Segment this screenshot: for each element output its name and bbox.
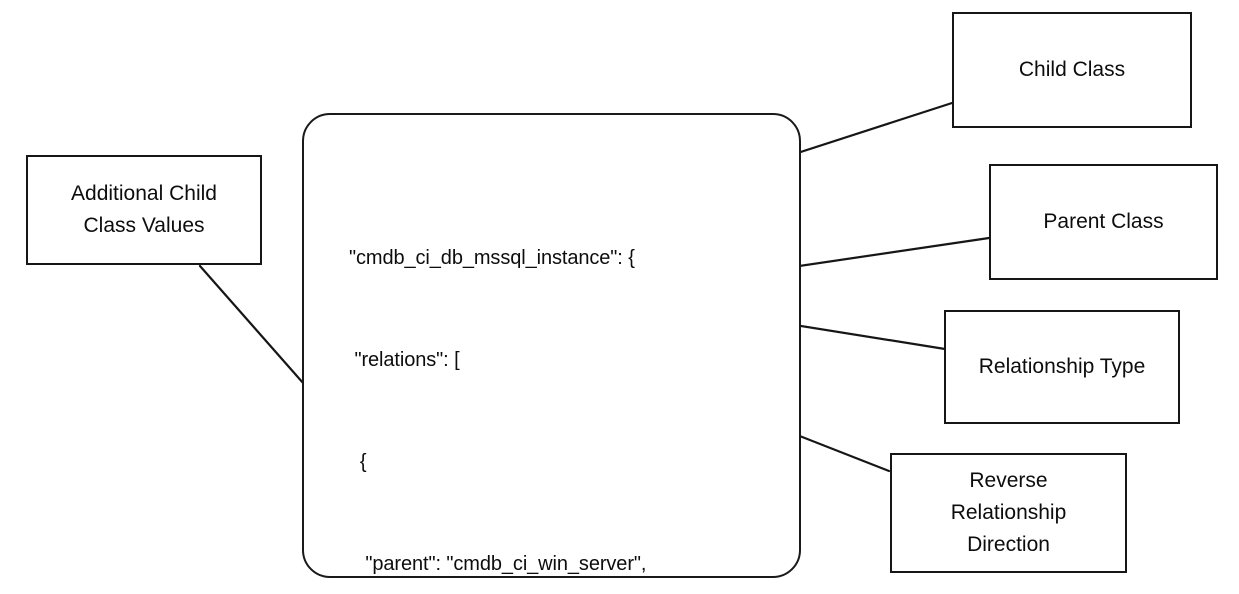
- annotation-label: Parent Class: [1043, 210, 1164, 233]
- code-line: "parent": "cmdb_ci_win_server",: [349, 553, 647, 575]
- code-line: "cmdb_ci_db_mssql_instance": {: [349, 247, 635, 269]
- json-code-text: "cmdb_ci_db_mssql_instance": { "relation…: [349, 173, 646, 594]
- annotation-parent-class: Parent Class: [989, 164, 1218, 280]
- code-line: {: [349, 451, 367, 473]
- code-line: "relations": [: [349, 349, 460, 371]
- annotation-label: Relationship Type: [978, 355, 1146, 378]
- annotation-reverse-relationship-direction: Reverse Relationship Direction: [890, 453, 1127, 573]
- annotation-additional-child-class-values: Additional Child Class Values: [26, 155, 262, 265]
- annotation-label: Child Class: [1018, 58, 1126, 81]
- annotation-label: Additional Child Class Values: [71, 182, 217, 237]
- annotation-label: Reverse Relationship Direction: [950, 469, 1067, 556]
- annotation-child-class: Child Class: [952, 12, 1192, 128]
- json-code-panel: "cmdb_ci_db_mssql_instance": { "relation…: [302, 113, 801, 578]
- annotation-relationship-type: Relationship Type: [944, 310, 1180, 424]
